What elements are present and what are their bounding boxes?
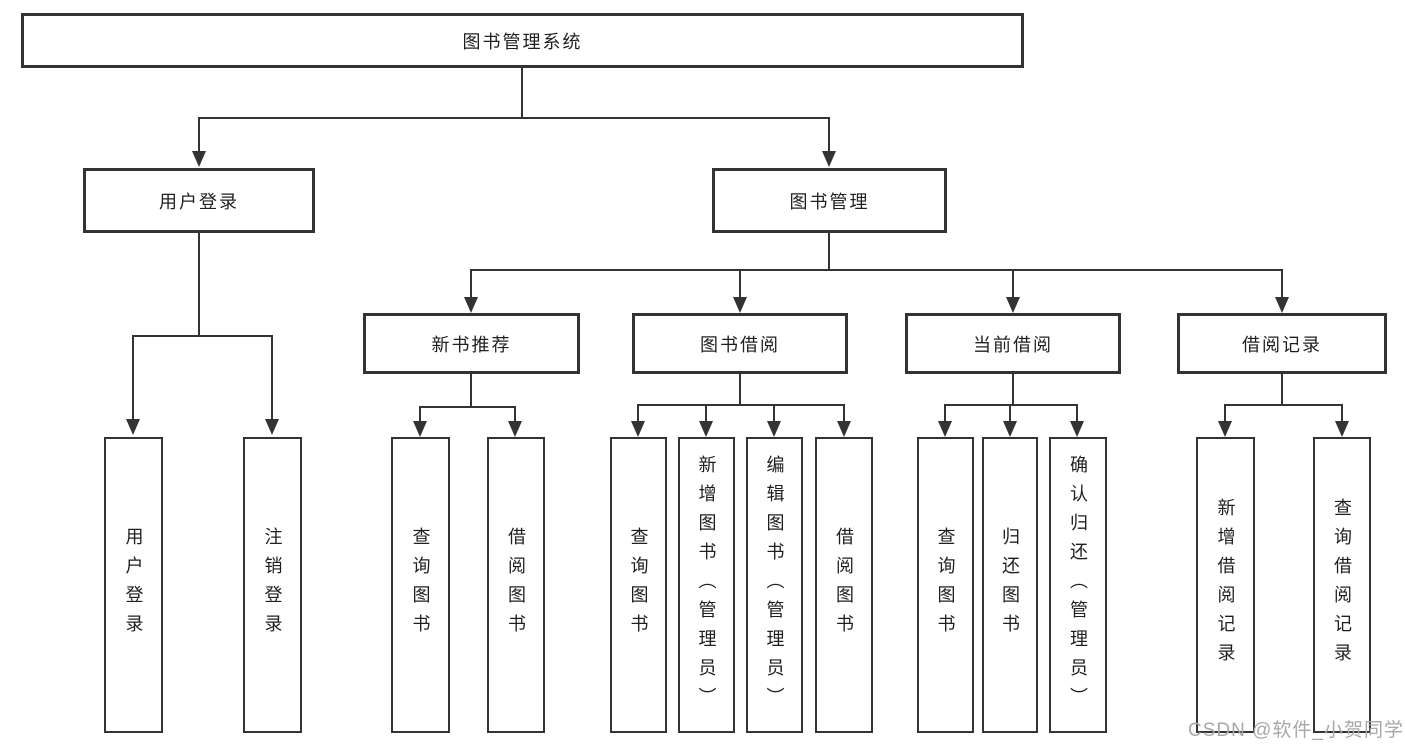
leaf-node-add-borrow-record: 新增借阅记录 bbox=[1196, 437, 1255, 733]
branch-node-label: 借阅记录 bbox=[1242, 334, 1322, 355]
connector-book-management-branch bbox=[471, 269, 1282, 271]
leaf-node-logout: 注销登录 bbox=[243, 437, 302, 733]
leaf-node-query-books: 查询图书 bbox=[610, 437, 667, 733]
branch-node-label: 当前借阅 bbox=[973, 334, 1053, 355]
leaf-label: 查询图书 bbox=[935, 527, 956, 643]
leaf-label: 借阅图书 bbox=[834, 527, 854, 643]
leaf-label: 查询图书 bbox=[628, 527, 649, 643]
leaf-label: 查询借阅记录 bbox=[1332, 498, 1352, 672]
csdn-watermark: CSDN @软件_小贺同学 bbox=[1188, 720, 1404, 741]
leaf-label: 确认归还（管理员） bbox=[1068, 454, 1088, 716]
leaf-label: 编辑图书（管理员） bbox=[764, 454, 785, 716]
arrowhead-borrow-record bbox=[1275, 297, 1289, 313]
connector-borrow-record-drop bbox=[1281, 269, 1283, 297]
arrowhead-leaf bbox=[631, 421, 645, 437]
connector-book-borrow-drop bbox=[739, 269, 741, 297]
connector-leaf-drop bbox=[773, 404, 775, 421]
leaf-node-return-books: 归还图书 bbox=[982, 437, 1038, 733]
leaf-label: 用户登录 bbox=[123, 527, 144, 643]
leaf-label: 新增借阅记录 bbox=[1215, 498, 1236, 672]
leaf-node-confirm-return-admin: 确认归还（管理员） bbox=[1049, 437, 1107, 733]
connector-current-borrow-stem bbox=[1012, 374, 1014, 404]
arrowhead-leaf bbox=[699, 421, 713, 437]
connector-current-borrow-branch bbox=[945, 404, 1078, 406]
arrowhead-user-login bbox=[192, 151, 206, 167]
leaf-node-query-borrow-record: 查询借阅记录 bbox=[1313, 437, 1371, 733]
branch-node-borrow-record: 借阅记录 bbox=[1177, 313, 1387, 374]
connector-book-management-drop bbox=[828, 117, 830, 151]
connector-new-book-stem bbox=[470, 374, 472, 406]
leaf-node-query-books: 查询图书 bbox=[391, 437, 450, 733]
connector-leaf-drop bbox=[843, 404, 845, 421]
connector-book-borrow-stem bbox=[739, 374, 741, 404]
connector-login-drop bbox=[132, 335, 134, 419]
arrowhead-leaf bbox=[938, 421, 952, 437]
arrowhead-book-borrow bbox=[733, 297, 747, 313]
branch-node-label: 图书借阅 bbox=[700, 334, 780, 355]
connector-book-management-stem bbox=[828, 233, 830, 269]
arrowhead-leaf bbox=[837, 421, 851, 437]
leaf-node-query-books: 查询图书 bbox=[917, 437, 974, 733]
arrowhead-current-borrow bbox=[1006, 297, 1020, 313]
arrowhead-login bbox=[126, 419, 140, 435]
connector-borrow-record-stem bbox=[1281, 374, 1283, 404]
arrowhead-leaf bbox=[413, 421, 427, 437]
connector-user-login-branch bbox=[133, 335, 273, 337]
branch-node-new-book-recommend: 新书推荐 bbox=[363, 313, 580, 374]
arrowhead-leaf bbox=[1335, 421, 1349, 437]
connector-book-borrow-branch bbox=[638, 404, 844, 406]
connector-leaf-drop bbox=[1341, 404, 1343, 421]
branch-node-user-login: 用户登录 bbox=[83, 168, 315, 233]
leaf-node-user-login: 用户登录 bbox=[104, 437, 163, 733]
root-node-library-system: 图书管理系统 bbox=[21, 13, 1024, 68]
connector-user-login-stem bbox=[198, 233, 200, 335]
connector-leaf-drop bbox=[514, 406, 516, 421]
connector-logout-drop bbox=[271, 335, 273, 419]
connector-leaf-drop bbox=[705, 404, 707, 421]
leaf-node-borrow-books: 借阅图书 bbox=[487, 437, 545, 733]
connector-user-login-drop bbox=[198, 117, 200, 151]
arrowhead-leaf bbox=[508, 421, 522, 437]
connector-root-stem bbox=[521, 68, 523, 117]
arrowhead-new-book bbox=[464, 297, 478, 313]
connector-borrow-record-branch bbox=[1225, 404, 1343, 406]
arrowhead-leaf bbox=[1070, 421, 1084, 437]
leaf-label: 借阅图书 bbox=[506, 527, 526, 643]
connector-leaf-drop bbox=[944, 404, 946, 421]
branch-node-current-borrow: 当前借阅 bbox=[905, 313, 1121, 374]
branch-node-label: 新书推荐 bbox=[431, 334, 512, 355]
connector-leaf-drop bbox=[1076, 404, 1078, 421]
connector-new-book-branch bbox=[420, 406, 516, 408]
arrowhead-logout bbox=[265, 419, 279, 435]
leaf-node-add-books-admin: 新增图书（管理员） bbox=[678, 437, 735, 733]
connector-root-branch bbox=[198, 117, 830, 119]
arrowhead-leaf bbox=[1003, 421, 1017, 437]
branch-node-label: 用户登录 bbox=[159, 191, 239, 212]
root-node-label: 图书管理系统 bbox=[462, 31, 583, 52]
arrowhead-leaf bbox=[1218, 421, 1232, 437]
connector-leaf-drop bbox=[419, 406, 421, 421]
arrowhead-leaf bbox=[767, 421, 781, 437]
arrowhead-book-management bbox=[822, 151, 836, 167]
connector-current-borrow-drop bbox=[1012, 269, 1014, 297]
connector-new-book-drop bbox=[470, 269, 472, 297]
connector-leaf-drop bbox=[1224, 404, 1226, 421]
leaf-label: 注销登录 bbox=[262, 527, 283, 643]
leaf-label: 查询图书 bbox=[410, 527, 431, 643]
leaf-node-edit-books-admin: 编辑图书（管理员） bbox=[746, 437, 803, 733]
leaf-node-borrow-books: 借阅图书 bbox=[815, 437, 873, 733]
leaf-label: 归还图书 bbox=[1000, 527, 1020, 643]
connector-leaf-drop bbox=[637, 404, 639, 421]
branch-node-label: 图书管理 bbox=[789, 191, 870, 212]
leaf-label: 新增图书（管理员） bbox=[696, 454, 717, 716]
branch-node-book-management: 图书管理 bbox=[712, 168, 947, 233]
branch-node-book-borrow: 图书借阅 bbox=[632, 313, 848, 374]
connector-leaf-drop bbox=[1009, 404, 1011, 421]
